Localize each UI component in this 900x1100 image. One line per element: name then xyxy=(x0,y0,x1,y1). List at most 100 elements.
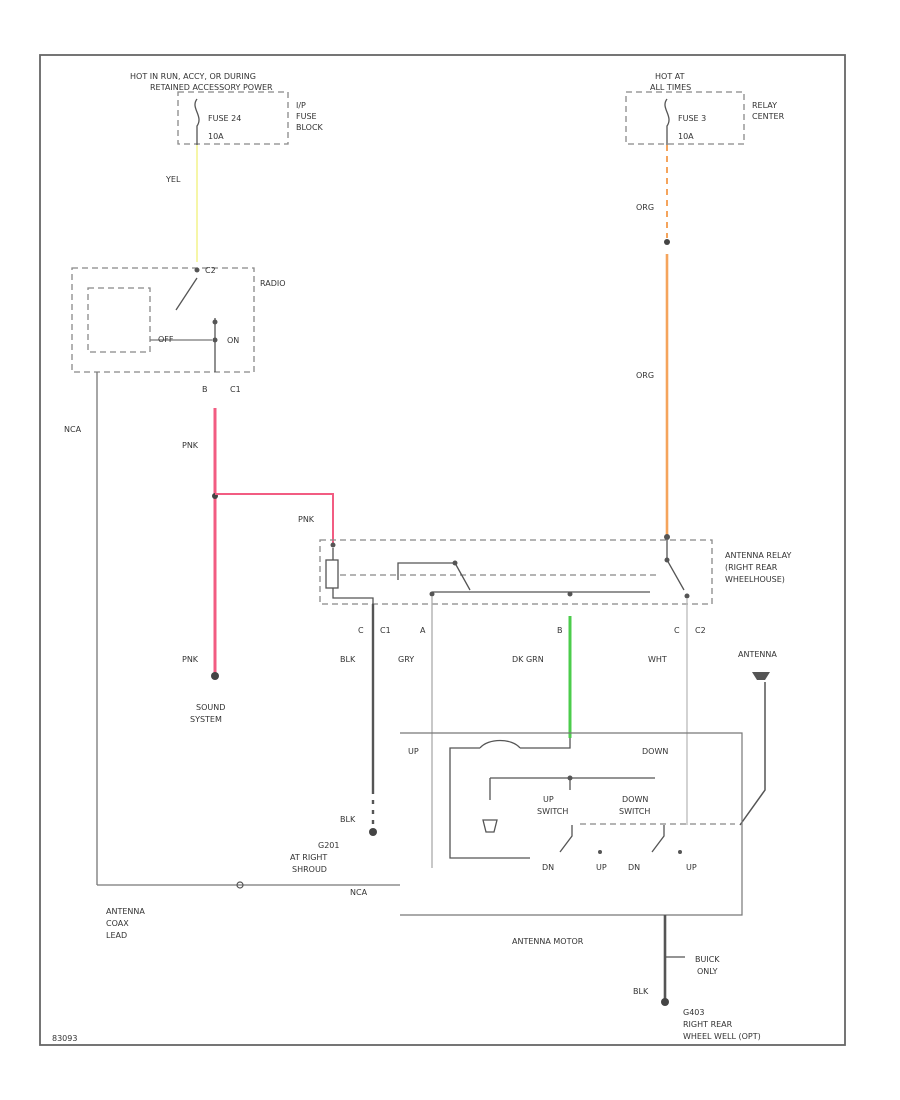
label-nca-2: NCA xyxy=(350,888,368,897)
label-coax-3: LEAD xyxy=(106,931,127,940)
label-all-times: ALL TIMES xyxy=(650,83,691,92)
relay-coil-wire xyxy=(332,548,374,610)
label-up-switch-1: UP xyxy=(543,795,554,804)
label-relay-center-2: CENTER xyxy=(752,112,785,121)
motor-housing-lower xyxy=(400,870,743,916)
radio-on-dot xyxy=(212,319,218,325)
label-fuse3: FUSE 3 xyxy=(678,114,706,123)
motor-switch-bus xyxy=(490,777,655,790)
ip-fuse-block-box xyxy=(177,91,289,145)
relay-bus-dot-a xyxy=(429,591,435,597)
label-fuse3-amp: 10A xyxy=(678,132,694,141)
label-up-2: UP xyxy=(686,863,697,872)
label-g403-loc-1: RIGHT REAR xyxy=(683,1020,733,1029)
label-g201-loc-2: SHROUD xyxy=(292,865,327,874)
label-pin-b: B xyxy=(557,626,563,635)
label-coax-2: COAX xyxy=(106,919,129,928)
label-radio: RADIO xyxy=(260,279,286,288)
label-gry: GRY xyxy=(398,655,414,664)
label-buick-2: ONLY xyxy=(697,967,718,976)
label-pnk-3: PNK xyxy=(182,655,199,664)
label-buick-1: BUICK xyxy=(695,955,720,964)
label-pin-c: C xyxy=(358,626,364,635)
coax-connector xyxy=(236,881,244,889)
label-ip-block-3: BLOCK xyxy=(296,123,324,132)
label-yel: YEL xyxy=(165,175,181,184)
relay-left-switch-pivot xyxy=(452,560,458,566)
label-dn-2: DN xyxy=(628,863,640,872)
label-coax-1: ANTENNA xyxy=(106,907,145,916)
g201-terminal xyxy=(369,828,377,836)
antenna-mast-line xyxy=(739,682,766,826)
org-connector-dot xyxy=(664,239,670,245)
fuse24-symbol xyxy=(194,98,200,145)
label-relay-title-2: (RIGHT REAR xyxy=(725,563,778,572)
up-switch-arm xyxy=(559,825,573,853)
label-fuse24-amp: 10A xyxy=(208,132,224,141)
label-up: UP xyxy=(408,747,419,756)
label-wht: WHT xyxy=(648,655,667,664)
label-hot-radio: HOT IN RUN, ACCY, OR DURING xyxy=(130,72,256,81)
label-dn-1: DN xyxy=(542,863,554,872)
down-switch-contact xyxy=(678,850,682,854)
label-relay-title-3: WHEELHOUSE) xyxy=(725,575,785,584)
motor-inner-loop xyxy=(449,738,571,859)
label-pin-c2a: C xyxy=(674,626,680,635)
label-on: ON xyxy=(227,336,239,345)
label-fuse24: FUSE 24 xyxy=(208,114,241,123)
label-g201-loc-1: AT RIGHT xyxy=(290,853,327,862)
label-pin-c1: C1 xyxy=(380,626,391,635)
radio-switch-arm xyxy=(175,277,198,311)
radio-input-terminal xyxy=(194,267,200,273)
diagram-frame xyxy=(39,54,846,1046)
figure-id: 83093 xyxy=(52,1034,77,1043)
sound-system-terminal xyxy=(211,672,219,680)
relay-right-switch xyxy=(666,540,685,591)
thermal-breaker xyxy=(479,739,521,749)
label-sound-system-2: SYSTEM xyxy=(190,715,222,724)
label-pin-a: A xyxy=(420,626,426,635)
label-pin-c2: C2 xyxy=(695,626,706,635)
label-blk-3: BLK xyxy=(633,987,649,996)
relay-right-switch-pivot xyxy=(664,557,670,563)
relay-center-box xyxy=(625,91,745,145)
label-relay-title-1: ANTENNA RELAY xyxy=(725,551,791,560)
label-org-2: ORG xyxy=(636,371,654,380)
label-up-switch-2: SWITCH xyxy=(537,807,568,816)
relay-org-terminal xyxy=(664,534,670,540)
label-org-1: ORG xyxy=(636,203,654,212)
label-sound-system-1: SOUND xyxy=(196,703,225,712)
motor-coil xyxy=(482,778,498,833)
radio-inner-box xyxy=(87,287,151,353)
label-hot-at: HOT AT xyxy=(655,72,685,81)
radio-box xyxy=(71,267,255,373)
label-down-switch-2: SWITCH xyxy=(619,807,650,816)
label-g201: G201 xyxy=(318,841,339,850)
label-nca-1: NCA xyxy=(64,425,82,434)
fuse3-symbol xyxy=(664,98,670,145)
antenna-relay-box xyxy=(319,539,713,605)
down-switch-arm xyxy=(651,825,665,853)
g403-terminal xyxy=(661,998,669,1006)
antenna-symbol xyxy=(752,672,770,680)
relay-bus-dot-b xyxy=(567,591,573,597)
radio-on-dot-2 xyxy=(212,337,218,343)
label-pnk-2: PNK xyxy=(298,515,315,524)
relay-wht-dot xyxy=(684,593,690,599)
label-g403-loc-2: WHEEL WELL (OPT) xyxy=(683,1032,761,1041)
label-antenna: ANTENNA xyxy=(738,650,777,659)
label-off: OFF xyxy=(158,335,174,344)
label-down-switch-1: DOWN xyxy=(622,795,648,804)
wire-pnk-branch xyxy=(215,493,334,545)
relay-coil xyxy=(325,559,339,589)
relay-pnk-terminal xyxy=(330,542,336,548)
motor-bus-dot xyxy=(567,775,573,781)
motor-housing-upper xyxy=(400,732,743,870)
relay-left-switch xyxy=(397,562,471,591)
label-radio-pin-top: C2 xyxy=(205,266,216,275)
label-g403: G403 xyxy=(683,1008,704,1017)
label-hot-radio-2: RETAINED ACCESSORY POWER xyxy=(150,83,273,92)
label-motor: ANTENNA MOTOR xyxy=(512,937,584,946)
label-radio-pin: B xyxy=(202,385,208,394)
